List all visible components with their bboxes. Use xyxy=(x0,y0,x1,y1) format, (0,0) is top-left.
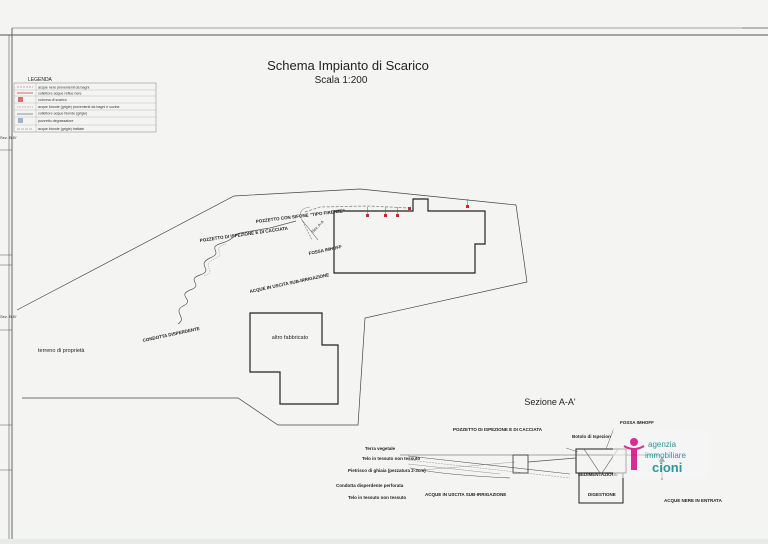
drawing-title: Schema Impianto di Scarico xyxy=(267,58,429,73)
section-label-sedimentazione: SEDIMENTAZIONE xyxy=(578,472,618,477)
legend-heading: LEGENDA xyxy=(28,77,53,83)
section-label-pietrisco: Pietrisco di ghiaia (pezzatura 2-3cm) xyxy=(348,468,426,473)
other-building-label: altro fabbricato xyxy=(272,335,308,341)
sewer-network xyxy=(177,199,469,325)
plan-label-terreno: terreno di proprietà xyxy=(38,348,85,354)
legend-item-6: acque bionde (grigie) trattate xyxy=(38,127,84,131)
legend-item-0: acque nere provenienti da bagni xyxy=(38,86,90,90)
section-label-condotta: Condotta disperdente perforata xyxy=(336,483,404,488)
legend-item-5: pozzetto degrassatore xyxy=(38,119,74,123)
logo-line-1: agenzia xyxy=(648,440,677,449)
section-label-terra: Terra vegetale xyxy=(365,446,396,451)
legend-item-4: collettore acque bionde (grigie) xyxy=(38,112,87,116)
agency-logo: agenzia immobiliare cioni xyxy=(613,428,709,478)
logo-line-2: immobiliare xyxy=(645,451,686,460)
legend-item-1: collettore acque reflue nere xyxy=(38,92,82,96)
property-boundary xyxy=(16,188,528,426)
section-label-botolo: Botolo di Ispezion xyxy=(572,434,611,439)
section-label-telo-1: Telo in tessuto non tessuto xyxy=(362,456,420,461)
plan-label-condotta: CONDOTTA DISPERDENTE xyxy=(142,326,200,343)
logo-line-3: cioni xyxy=(652,460,682,475)
plan-label-fossa: FOSSA IMHOFF xyxy=(308,244,342,256)
plan-label-pozzetto-sifone: POZZETTO CON SIFONE "TIPO FIRENZE" xyxy=(256,208,346,224)
legend: LEGENDA acque nere provenienti da bagni … xyxy=(13,77,157,133)
section-label-digestione: DIGESTIONE xyxy=(588,492,616,497)
other-building xyxy=(249,312,339,405)
legend-item-2: colonna di scarico xyxy=(38,98,67,102)
main-building xyxy=(333,198,486,274)
section-label-acque-nere: ACQUE NERE IN ENTRATA xyxy=(664,498,723,503)
plan-label-acque-uscita: ACQUE IN USCITA SUB-IRRIGAZIONE xyxy=(249,272,330,294)
section-label-fossa: FOSSA IMHOFF xyxy=(620,420,654,425)
section-label-acque-uscita: ACQUE IN USCITA SUB-IRRIGAZIONE xyxy=(425,492,506,497)
margin-label-1: Sez. B-B' xyxy=(0,135,17,140)
section-label-telo-2: Telo in tessuto non tessuto xyxy=(348,495,406,500)
plan-label-sez: Sez. A-A xyxy=(310,219,325,234)
legend-item-3: acque bionde (grigie) provenienti da bag… xyxy=(38,105,120,109)
section-title: Sezione A-A' xyxy=(524,397,576,407)
margin-label-2: Sez. B-B' xyxy=(0,314,17,319)
sheet-frame xyxy=(0,27,768,539)
section-label-pozzetto: POZZETTO DI ISPEZIONE E DI CACCIATA xyxy=(453,427,543,432)
plan-label-pozzetto-ispezione: POZZETTO DI ISPEZIONE E DI CACCIATA xyxy=(199,226,289,243)
drawing-scale: Scala 1:200 xyxy=(315,75,368,86)
